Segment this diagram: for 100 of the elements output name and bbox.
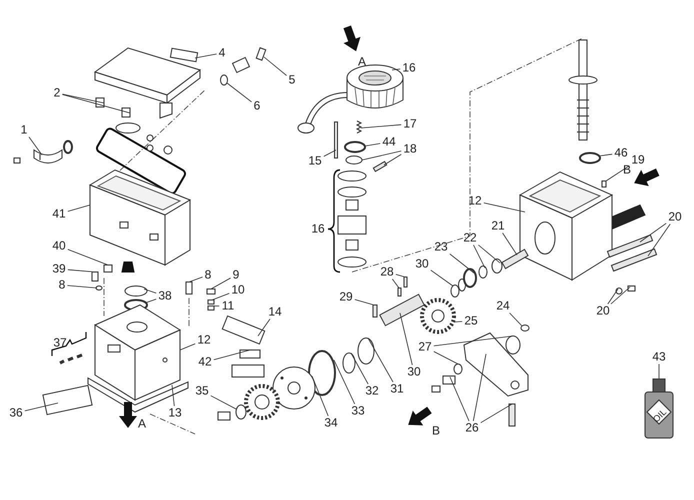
- callout-number: 20: [596, 304, 610, 318]
- leader-line: [502, 232, 518, 256]
- seal-disc: [116, 122, 140, 134]
- ball-bearing: [579, 152, 601, 164]
- callout-number: 33: [351, 404, 365, 418]
- cable-clamp: [34, 150, 62, 164]
- leader-line: [480, 404, 512, 424]
- leader-line: [364, 143, 381, 146]
- leader-line: [368, 338, 394, 382]
- key: [372, 160, 388, 172]
- callout-number: 30: [407, 366, 421, 378]
- rod: [334, 122, 338, 158]
- callout-number: 20: [668, 210, 682, 224]
- leader-line: [509, 312, 522, 326]
- leader-line: [264, 56, 287, 76]
- screw: [628, 286, 636, 292]
- leader-line: [607, 288, 618, 304]
- callout-number: 31: [390, 382, 404, 396]
- callout-number: 38: [158, 290, 172, 302]
- callout-number: 46: [614, 146, 628, 160]
- pin: [404, 276, 408, 288]
- leader-line: [226, 82, 252, 102]
- leader-line: [395, 274, 406, 278]
- o-ring: [308, 350, 336, 396]
- leader-line: [210, 395, 236, 410]
- gearbox-housing: [518, 171, 614, 281]
- washer: [208, 306, 214, 310]
- callout-number: 27: [418, 340, 432, 354]
- ball-bearing: [463, 268, 477, 288]
- pin: [508, 404, 516, 426]
- leader-line: [483, 202, 526, 212]
- leader-line: [258, 318, 270, 336]
- sticker: [122, 108, 130, 118]
- leader-line: [640, 222, 667, 242]
- leader-line: [350, 352, 368, 384]
- callout-number: 21: [491, 220, 505, 232]
- leader-line: [450, 376, 470, 422]
- housing-cover: [94, 47, 202, 119]
- spacer: [346, 240, 358, 250]
- leader-line: [606, 165, 630, 182]
- view-letter: B: [432, 424, 440, 438]
- connector: [240, 350, 260, 358]
- motor-casing: [88, 169, 192, 266]
- eyelet: [520, 324, 530, 332]
- oil-bottle: [644, 378, 674, 438]
- leader-line: [598, 154, 613, 156]
- pin: [398, 288, 402, 296]
- gear: [244, 384, 280, 420]
- gearbox-housing: [94, 304, 182, 401]
- circlip: [478, 266, 488, 278]
- callout-number: 32: [365, 384, 379, 398]
- screw: [92, 272, 98, 282]
- callout-number: 35: [195, 384, 209, 398]
- callout-number: 34: [324, 416, 338, 430]
- screw: [206, 288, 216, 294]
- callout-number: 2: [54, 86, 60, 100]
- leader-line: [360, 124, 402, 128]
- leader-line: [472, 354, 486, 422]
- callout-number: 16: [402, 62, 416, 74]
- flange-cover: [272, 366, 316, 410]
- bottle-label: OIL: [650, 406, 670, 426]
- leader-line: [180, 343, 196, 350]
- callout-number: 43: [652, 350, 666, 364]
- leader-line: [212, 293, 230, 300]
- washer: [338, 256, 366, 268]
- leader-line: [67, 204, 90, 212]
- bushing: [346, 156, 362, 164]
- washer: [338, 170, 366, 182]
- leader-line: [392, 278, 400, 288]
- leader-line: [67, 285, 98, 288]
- callout-number: 16: [311, 222, 325, 236]
- leader-line: [67, 249, 108, 266]
- leader-line: [384, 154, 402, 166]
- callout-number: 12: [468, 194, 482, 208]
- callout-number: 8: [58, 278, 66, 292]
- lever-arm: [463, 332, 528, 397]
- washer: [338, 186, 366, 198]
- leader-line: [610, 286, 630, 304]
- callout-number: 41: [52, 208, 66, 220]
- leader-line: [210, 278, 231, 290]
- label-plate: [170, 48, 198, 62]
- leader-line: [62, 94, 130, 114]
- callout-number: 19: [631, 154, 645, 166]
- cap: [104, 264, 112, 272]
- leader-line: [62, 94, 104, 104]
- leader-line: [194, 54, 217, 58]
- oil-seal: [342, 352, 356, 374]
- view-letter: B: [623, 164, 631, 176]
- callout-number: 25: [464, 314, 478, 328]
- leader-line: [172, 384, 175, 406]
- gear: [420, 298, 456, 334]
- callout-number: 28: [380, 266, 394, 278]
- leader-line: [478, 244, 500, 264]
- callout-number: 8: [204, 268, 212, 282]
- washer: [96, 286, 102, 290]
- leader-line: [473, 244, 486, 268]
- leader-line: [188, 276, 203, 282]
- callout-number: 44: [382, 136, 396, 148]
- callout-number: 42: [198, 356, 212, 368]
- leader-line: [334, 360, 356, 404]
